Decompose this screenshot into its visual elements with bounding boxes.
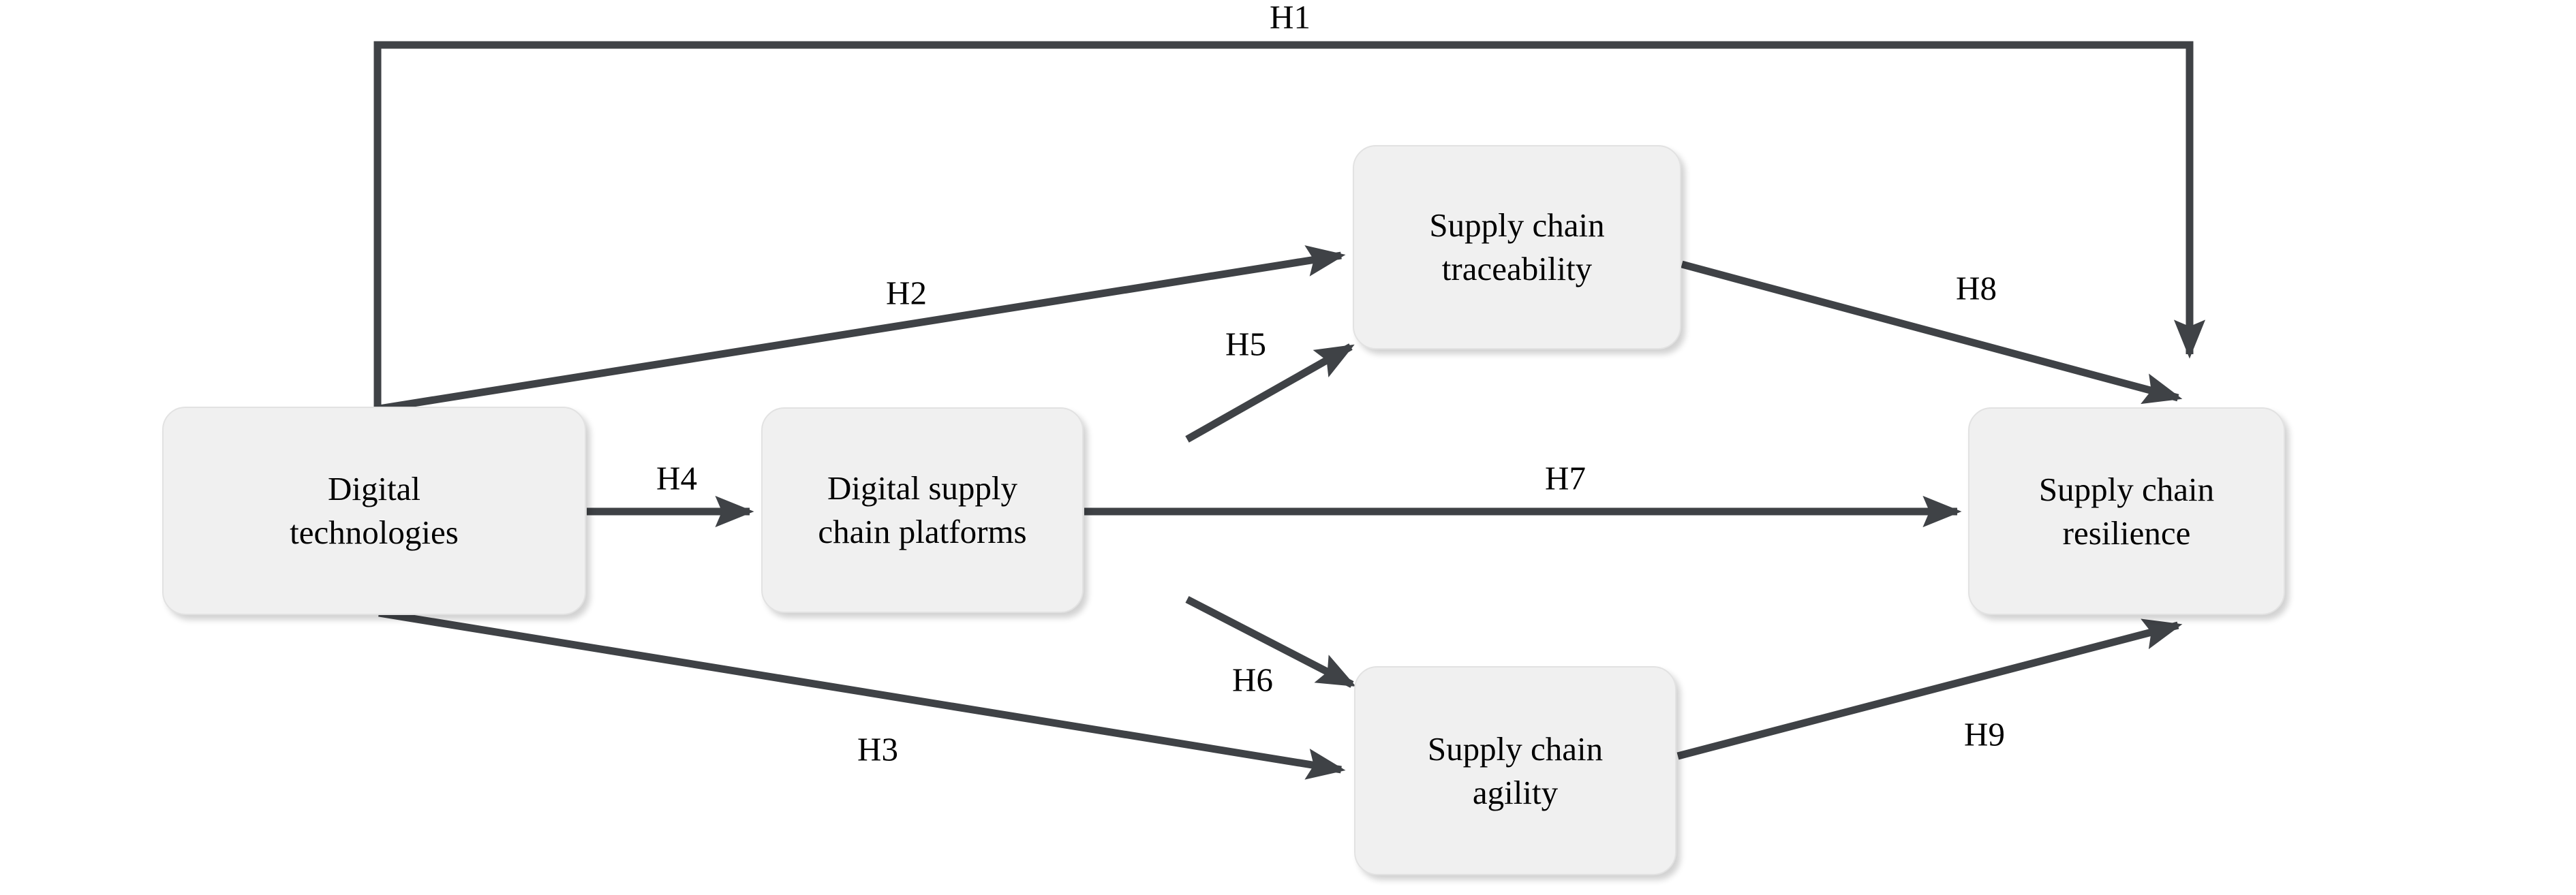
node-label-supply-chain-resilience: Supply chain resilience (2038, 470, 2215, 552)
edge-label-h5: H5 (1225, 325, 1266, 363)
node-supply-chain-traceability[interactable]: Supply chain traceability (1353, 145, 1681, 349)
node-digital-technologies[interactable]: Digital technologies (162, 407, 586, 615)
edge-label-h9: H9 (1964, 715, 2005, 753)
edge-label-h1: H1 (1270, 0, 1310, 36)
edge-h8 (1681, 260, 2183, 405)
node-label-digital-supply-chain-platforms: Digital supply chain platforms (818, 469, 1027, 550)
edge-label-h6: H6 (1232, 661, 1273, 699)
edge-h3 (378, 609, 1346, 780)
edge-label-h7: H7 (1545, 459, 1586, 497)
edge-label-h8: H8 (1956, 269, 1997, 307)
edge-h9 (1676, 618, 2183, 760)
node-label-digital-technologies: Digital technologies (290, 470, 459, 551)
edge-label-h3: H3 (857, 730, 898, 768)
edge-h2 (378, 245, 1346, 413)
edge-label-h2: H2 (886, 274, 927, 312)
edge-h5 (1185, 343, 1355, 443)
node-label-supply-chain-agility: Supply chain agility (1427, 729, 1604, 811)
node-digital-supply-chain-platforms[interactable]: Digital supply chain platforms (761, 407, 1084, 613)
node-label-supply-chain-traceability: Supply chain traceability (1429, 206, 1605, 287)
edge-label-h4: H4 (656, 459, 697, 497)
edge-h6 (1185, 596, 1356, 688)
edge-h1 (373, 41, 2206, 407)
node-supply-chain-agility[interactable]: Supply chain agility (1354, 666, 1676, 875)
node-supply-chain-resilience[interactable]: Supply chain resilience (1968, 407, 2285, 615)
